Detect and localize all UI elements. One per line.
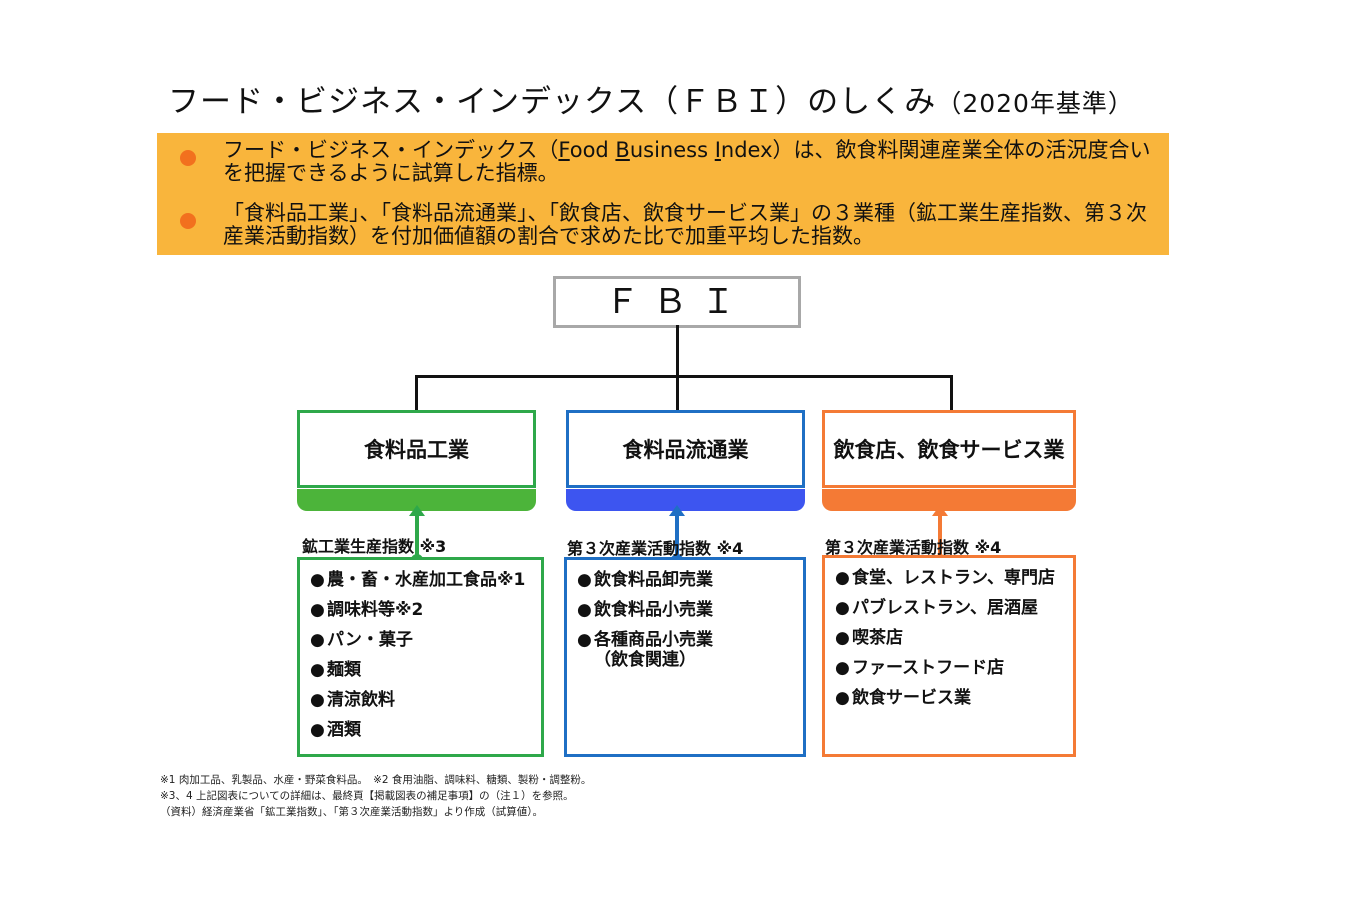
- list-item: ●清涼飲料: [310, 690, 525, 710]
- notice-1-suffix: ）は、飲食料関連産業全体の活況度合いを把握できるように試算した指標。: [223, 138, 1151, 185]
- notice-1-prefix: フード・ビジネス・インデックス（: [223, 138, 559, 162]
- bullet-icon: ●: [310, 630, 325, 650]
- industry-label: 食料品工業: [364, 438, 469, 462]
- item-text: 酒類: [327, 720, 361, 740]
- item-text: パン・菓子: [327, 630, 413, 650]
- list-item: ●飲食料品小売業: [577, 600, 713, 620]
- connector-horizontal: [415, 375, 953, 378]
- bullet-icon: ●: [310, 690, 325, 710]
- connector-root-vertical: [676, 325, 679, 377]
- list-item: ●ファーストフード店: [835, 658, 1055, 678]
- notice-1-ood: ood: [569, 138, 616, 162]
- arrow-shaft: [415, 515, 419, 560]
- item-text: パブレストラン、居酒屋: [852, 598, 1038, 618]
- arrow-head: [932, 505, 948, 516]
- bullet-icon: ●: [835, 628, 850, 648]
- list-item: ●飲食サービス業: [835, 688, 1055, 708]
- bullet-icon: ●: [310, 570, 325, 590]
- industry-color-bar: [297, 489, 536, 511]
- list-box-food-manufacturing: ●農・畜・水産加工食品※1 ●調味料等※2 ●パン・菓子 ●麺類 ●清涼飲料 ●…: [297, 557, 544, 757]
- bullet-dot-icon: [180, 213, 196, 229]
- notice-1-usiness: usiness: [629, 138, 715, 162]
- list-box-food-distribution: ●飲食料品卸売業 ●飲食料品小売業 ●各種商品小売業（飲食関連）: [564, 557, 806, 757]
- industry-box-restaurant: 飲食店、飲食サービス業: [822, 410, 1076, 511]
- notice-text-1: フード・ビジネス・インデックス（Food Business Index）は、飲食…: [223, 139, 1163, 185]
- item-list: ●食堂、レストラン、専門店 ●パブレストラン、居酒屋 ●喫茶店 ●ファーストフー…: [835, 568, 1055, 718]
- footnote-source: （資料）経済産業省「鉱工業指数」、「第３次産業活動指数」より作成（試算値）。: [160, 806, 544, 818]
- fbi-root-box: ＦＢＩ: [553, 276, 801, 328]
- notice-box: フード・ビジネス・インデックス（Food Business Index）は、飲食…: [157, 133, 1169, 255]
- bullet-icon: ●: [835, 598, 850, 618]
- notice-1-f: F: [558, 138, 570, 162]
- item-text: ファーストフード店: [852, 658, 1005, 678]
- arrow-head: [669, 505, 685, 516]
- arrow-shaft: [675, 515, 679, 560]
- list-item: ●酒類: [310, 720, 525, 740]
- list-box-restaurant: ●食堂、レストラン、専門店 ●パブレストラン、居酒屋 ●喫茶店 ●ファーストフー…: [822, 555, 1076, 757]
- bullet-icon: ●: [835, 568, 850, 588]
- industry-box-food-manufacturing: 食料品工業: [297, 410, 536, 511]
- item-text: 清涼飲料: [327, 690, 395, 710]
- title-year: （2020年基準）: [936, 89, 1134, 118]
- list-item: ●パン・菓子: [310, 630, 525, 650]
- arrow-shaft: [938, 515, 942, 560]
- item-list: ●農・畜・水産加工食品※1 ●調味料等※2 ●パン・菓子 ●麺類 ●清涼飲料 ●…: [310, 570, 525, 750]
- industry-color-bar: [822, 489, 1076, 511]
- item-text: 食堂、レストラン、専門店: [852, 568, 1055, 588]
- notice-1-ndex: ndex: [720, 138, 773, 162]
- notice-1-i: I: [714, 138, 721, 162]
- item-text: 飲食料品卸売業: [594, 570, 713, 590]
- item-text: 喫茶店: [852, 628, 903, 648]
- footnote-2: ※3、4 上記図表についての詳細は、最終頁【掲載図表の補足事項】の（注１）を参照…: [160, 790, 574, 802]
- list-item: ●パブレストラン、居酒屋: [835, 598, 1055, 618]
- item-text: 飲食料品小売業: [594, 600, 713, 620]
- list-item: ●食堂、レストラン、専門店: [835, 568, 1055, 588]
- item-text: 調味料等※2: [327, 600, 424, 620]
- item-text-continuation: （飲食関連）: [594, 650, 696, 670]
- page-title: フード・ビジネス・インデックス（ＦＢＩ）のしくみ（2020年基準）: [168, 76, 1134, 121]
- index-label-mining: 鉱工業生産指数 ※3: [302, 537, 447, 556]
- list-item: ●各種商品小売業（飲食関連）: [577, 630, 713, 670]
- index-label-tertiary: 第３次産業活動指数 ※4: [567, 539, 744, 558]
- bullet-icon: ●: [310, 600, 325, 620]
- item-text: 農・畜・水産加工食品※1: [327, 570, 526, 590]
- industry-label: 飲食店、飲食サービス業: [833, 438, 1065, 462]
- bullet-icon: ●: [835, 688, 850, 708]
- bullet-icon: ●: [577, 570, 592, 590]
- bullet-icon: ●: [310, 720, 325, 740]
- bullet-icon: ●: [577, 630, 592, 650]
- item-list: ●飲食料品卸売業 ●飲食料品小売業 ●各種商品小売業（飲食関連）: [577, 570, 713, 680]
- bullet-icon: ●: [577, 600, 592, 620]
- arrow-head: [409, 505, 425, 516]
- industry-label: 食料品流通業: [622, 438, 749, 462]
- list-item: ●調味料等※2: [310, 600, 525, 620]
- list-item: ●喫茶店: [835, 628, 1055, 648]
- connector-left: [415, 375, 418, 411]
- footnotes: ※1 肉加工品、乳製品、水産・野菜食料品。 ※2 食用油脂、調味料、糖類、製粉・…: [160, 772, 591, 820]
- industry-box-food-distribution: 食料品流通業: [566, 410, 805, 511]
- connector-right: [950, 375, 953, 411]
- bullet-icon: ●: [835, 658, 850, 678]
- index-label-tertiary: 第３次産業活動指数 ※4: [825, 538, 1002, 557]
- list-item: ●農・畜・水産加工食品※1: [310, 570, 525, 590]
- list-item: ●飲食料品卸売業: [577, 570, 713, 590]
- item-text: 麺類: [327, 660, 361, 680]
- bullet-icon: ●: [310, 660, 325, 680]
- list-item: ●麺類: [310, 660, 525, 680]
- item-text: 飲食サービス業: [852, 688, 971, 708]
- title-main: フード・ビジネス・インデックス（ＦＢＩ）のしくみ: [168, 84, 937, 120]
- bullet-dot-icon: [180, 150, 196, 166]
- footnote-1: ※1 肉加工品、乳製品、水産・野菜食料品。 ※2 食用油脂、調味料、糖類、製粉・…: [160, 774, 592, 786]
- connector-center: [676, 375, 679, 411]
- item-text: 各種商品小売業: [594, 630, 713, 650]
- notice-text-2: 「食料品工業」、「食料品流通業」、「飲食店、飲食サービス業」の３業種（鉱工業生産…: [223, 201, 1147, 248]
- industry-color-bar: [566, 489, 805, 511]
- notice-1-b: B: [615, 138, 630, 162]
